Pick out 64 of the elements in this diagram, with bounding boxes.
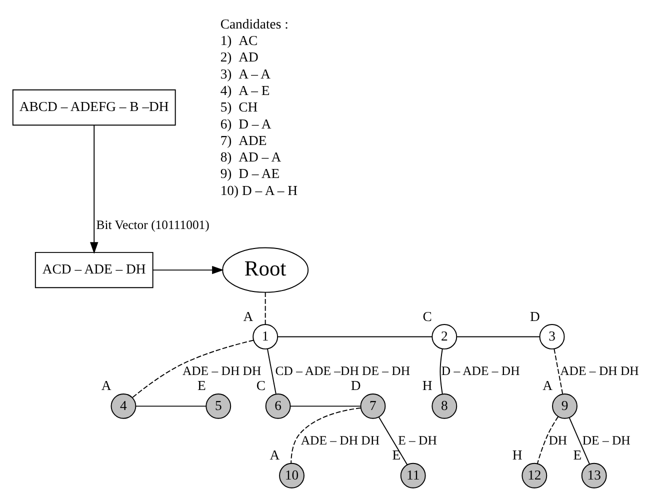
connector xyxy=(440,348,443,394)
node-ellipse: Root xyxy=(222,247,309,293)
node-label: E xyxy=(198,378,206,394)
edge-label: CD – ADE –DH DE – DH xyxy=(275,364,410,378)
node-label: E xyxy=(573,448,582,463)
label: Candidates : xyxy=(220,16,288,32)
edge-label: ADE – DH DH xyxy=(182,364,262,378)
label: 7) ADE xyxy=(220,132,267,148)
node-label: A xyxy=(101,378,112,394)
node-label: H xyxy=(512,448,522,463)
node-label: H xyxy=(422,378,432,394)
connector xyxy=(277,336,433,338)
node-circle: 3 xyxy=(539,324,565,350)
connector xyxy=(264,292,266,325)
arrow xyxy=(152,266,224,274)
connector xyxy=(554,348,564,394)
node-circle: 4 xyxy=(110,393,136,419)
node-circle: 11 xyxy=(400,462,426,488)
label: 8) AD – A xyxy=(220,150,282,165)
edge-label: E – DH xyxy=(398,433,437,448)
node-circle: 9 xyxy=(552,393,578,419)
edge-label: ADE – DH DH xyxy=(560,364,639,378)
label: 10) D – A – H xyxy=(220,182,298,198)
node-circle: 1 xyxy=(252,324,278,350)
node-circle: 13 xyxy=(581,462,607,488)
node-circle: 2 xyxy=(432,324,458,350)
node-label: C xyxy=(256,378,266,394)
node-label: A xyxy=(243,308,254,324)
connector xyxy=(135,406,207,407)
node-circle: 12 xyxy=(522,462,548,488)
connector xyxy=(290,406,362,407)
edge-label: DE – DH xyxy=(582,433,630,448)
connector xyxy=(378,416,408,466)
node-circle: 6 xyxy=(265,393,291,419)
label: 5) CH xyxy=(220,100,258,115)
edge-label: D – ADE – DH xyxy=(441,364,520,378)
label: 4) A – E xyxy=(220,82,270,98)
label: 9) D – AE xyxy=(220,166,280,182)
node-circle: 7 xyxy=(360,393,386,419)
connector xyxy=(536,416,559,464)
node-box: ACD – ADE – DH xyxy=(34,252,154,288)
edge-label: DH xyxy=(548,433,568,448)
node-label: D xyxy=(350,378,361,394)
node-circle: 10 xyxy=(279,462,304,488)
connector xyxy=(568,417,590,464)
label: 6) D – A xyxy=(220,116,272,132)
connector xyxy=(456,336,540,338)
connector xyxy=(290,408,362,464)
connector xyxy=(266,348,276,394)
label: 3) A – A xyxy=(220,66,271,82)
node-label: E xyxy=(392,448,401,463)
edge-label: Bit Vector (10111001) xyxy=(96,218,210,232)
node-label: D xyxy=(530,308,540,324)
node-label: A xyxy=(542,378,553,394)
arrow xyxy=(90,124,98,254)
node-label: A xyxy=(270,448,280,463)
label: 2) AD xyxy=(220,50,258,65)
node-circle: 5 xyxy=(206,393,232,419)
node-circle: 8 xyxy=(432,393,458,419)
label: 1) AC xyxy=(220,33,258,48)
node-label: C xyxy=(422,308,432,324)
edge-label: ADE – DH DH xyxy=(300,433,380,448)
connector xyxy=(132,340,254,398)
node-box: ABCD – ADEFG – B –DH xyxy=(12,89,176,126)
